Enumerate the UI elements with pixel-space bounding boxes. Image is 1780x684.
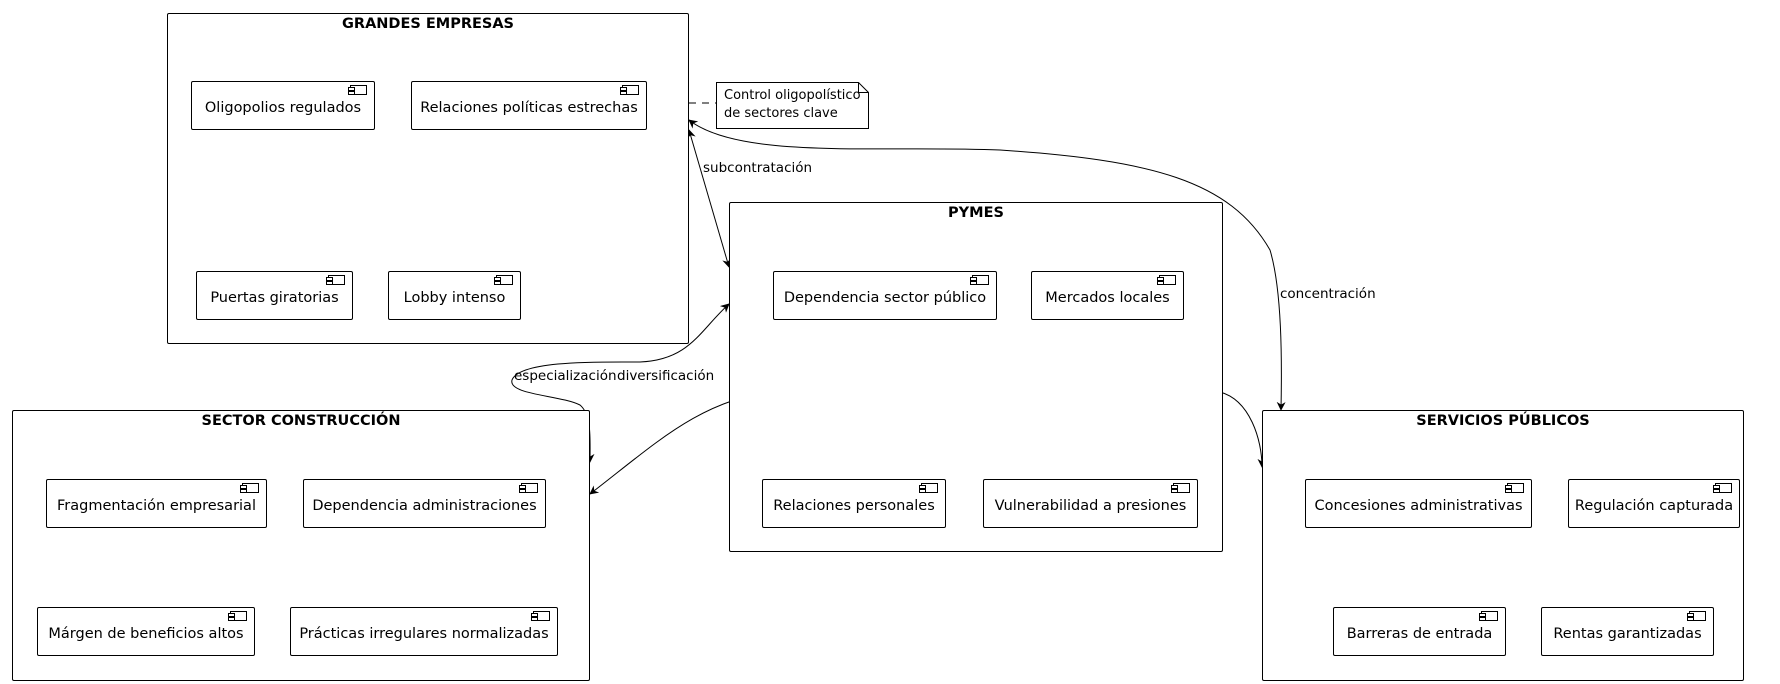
package-title: PYMES [948,205,1004,221]
component-barreras-entrada: Barreras de entrada [1333,607,1506,656]
component-icon [1687,611,1706,621]
component-icon [919,483,938,493]
edge-label-diversificacion: diversificación [617,368,715,384]
edge-label-subcontratacion: subcontratación [703,160,813,176]
edge-especializacion [511,303,730,463]
component-label: Regulación capturada [1574,497,1734,514]
component-rentas-garantizadas: Rentas garantizadas [1541,607,1714,656]
component-icon [1157,275,1176,285]
component-icon [326,275,345,285]
package-servicios-publicos: SERVICIOS PÚBLICOS Concesiones administr… [1262,410,1744,681]
component-margen-beneficios: Márgen de beneficios altos [37,607,255,656]
component-label: Mercados locales [1045,289,1170,306]
component-icon [531,611,550,621]
component-icon [1505,483,1524,493]
component-fragmentacion: Fragmentación empresarial [46,479,267,528]
note-line-2: de sectores clave [724,106,838,121]
component-icon [1479,611,1498,621]
component-icon [494,275,513,285]
component-icon [1713,483,1732,493]
component-icon [1171,483,1190,493]
component-label: Márgen de beneficios altos [48,625,244,642]
component-puertas-giratorias: Puertas giratorias [196,271,353,320]
package-sector-construccion: SECTOR CONSTRUCCIÓN Fragmentación empres… [12,410,590,681]
component-mercados-locales: Mercados locales [1031,271,1184,320]
component-label: Lobby intenso [403,289,506,306]
package-title: SECTOR CONSTRUCCIÓN [201,413,401,429]
edge-label-concentracion: concentración [1280,286,1376,302]
component-icon [519,483,538,493]
component-label: Dependencia sector público [783,289,987,306]
component-icon [240,483,259,493]
component-label: Puertas giratorias [210,289,339,306]
component-icon [228,611,247,621]
edge-concentracion [688,119,1286,411]
component-concesiones: Concesiones administrativas [1305,479,1532,528]
component-relaciones-politicas: Relaciones políticas estrechas [411,81,647,130]
component-icon [970,275,989,285]
component-label: Vulnerabilidad a presiones [994,497,1187,514]
component-label: Dependencia administraciones [312,497,537,514]
component-label: Relaciones políticas estrechas [420,99,638,116]
component-lobby-intenso: Lobby intenso [388,271,521,320]
package-grandes-empresas: GRANDES EMPRESAS Oligopolios regulados R… [167,13,689,344]
component-regulacion-capturada: Regulación capturada [1568,479,1740,528]
component-label: Fragmentación empresarial [57,497,256,514]
component-label: Prácticas irregulares normalizadas [299,625,549,642]
note-line-1: Control oligopolístico [724,88,861,103]
component-dependencia-administraciones: Dependencia administraciones [303,479,546,528]
component-label: Barreras de entrada [1346,625,1493,642]
package-title: SERVICIOS PÚBLICOS [1416,413,1590,429]
component-dependencia-sector-publico: Dependencia sector público [773,271,997,320]
package-pymes: PYMES Dependencia sector público Mercado… [729,202,1223,552]
component-label: Relaciones personales [773,497,935,514]
note-text: Control oligopolístico de sectores clave [716,82,869,129]
component-label: Oligopolios regulados [204,99,362,116]
component-icon [348,85,367,95]
edge-subcontratacion [686,129,732,268]
edge-label-especializacion: especialización [514,368,617,384]
component-label: Rentas garantizadas [1553,625,1702,642]
component-oligopolios: Oligopolios regulados [191,81,375,130]
component-relaciones-personales: Relaciones personales [762,479,946,528]
component-icon [620,85,639,95]
package-title: GRANDES EMPRESAS [342,16,514,32]
component-label: Concesiones administrativas [1314,497,1523,514]
component-practicas-irregulares: Prácticas irregulares normalizadas [290,607,558,656]
component-vulnerabilidad-presiones: Vulnerabilidad a presiones [983,479,1198,528]
note-shape [716,82,869,129]
